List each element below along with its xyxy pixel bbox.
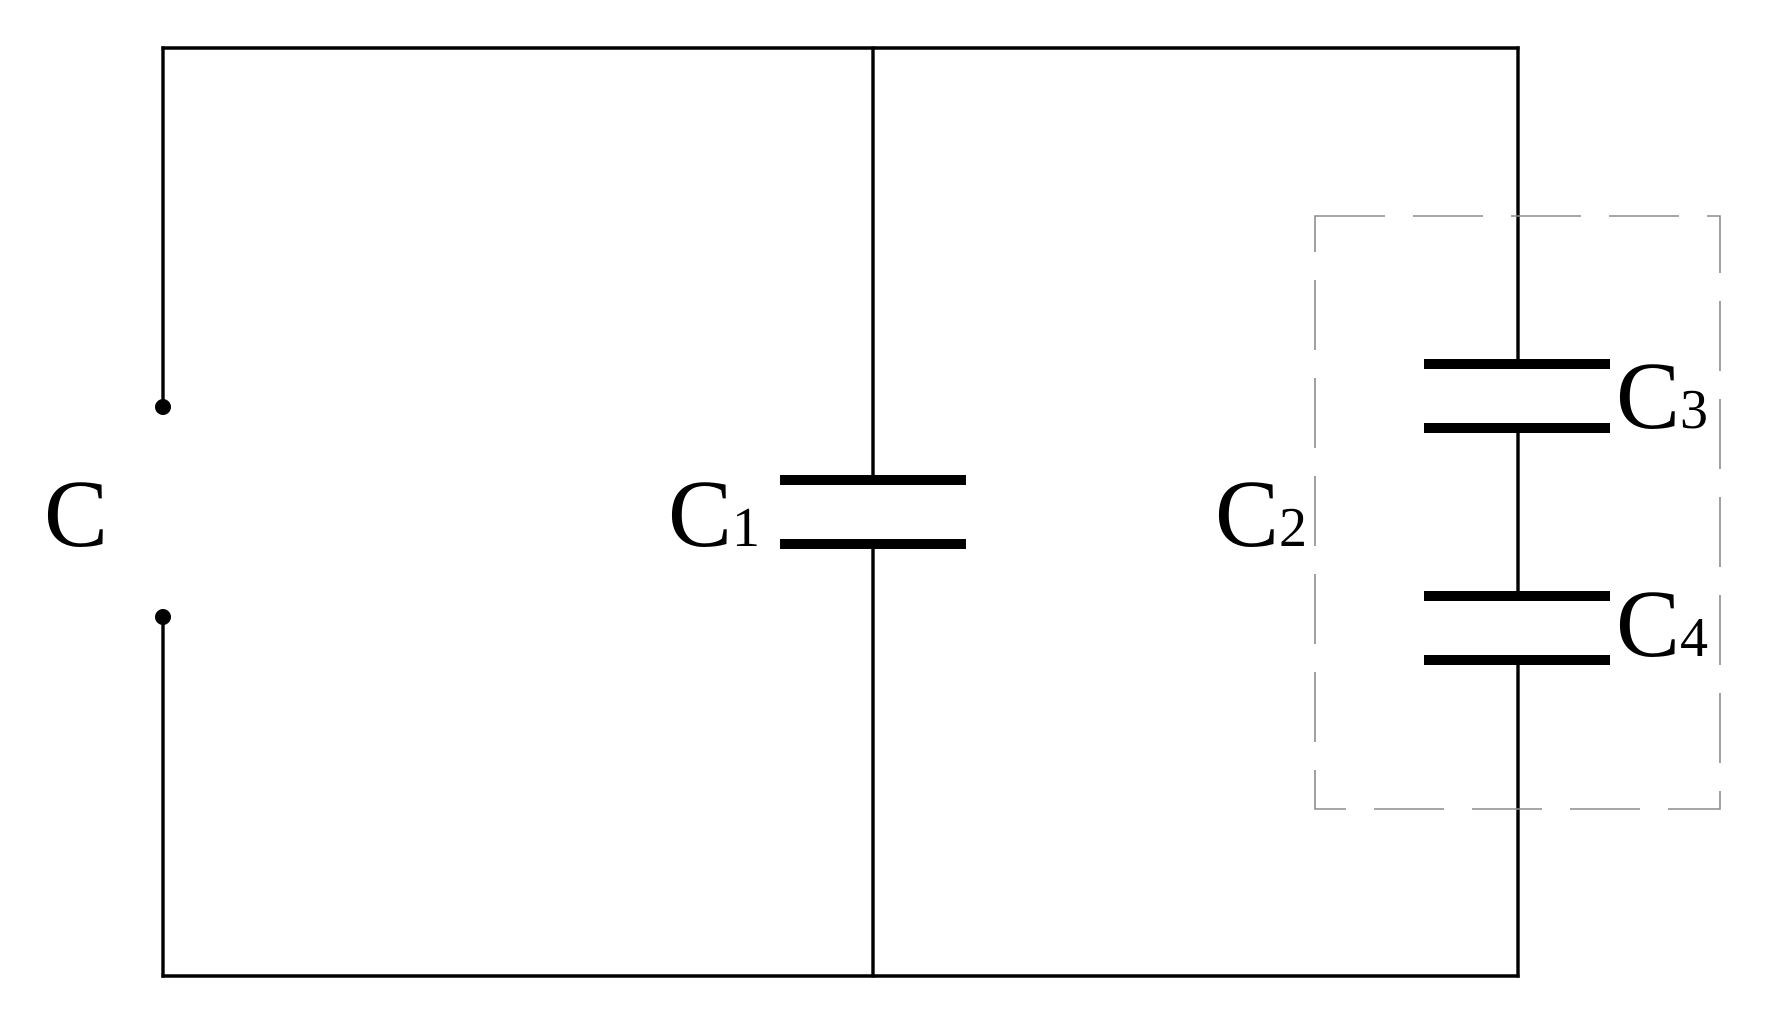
c3-label-main: C bbox=[1616, 342, 1680, 449]
c2-label: C2 bbox=[1215, 460, 1307, 567]
c2-label-subscript: 2 bbox=[1279, 497, 1307, 559]
terminal-label-main: C bbox=[44, 460, 108, 567]
lower-terminal-dot bbox=[155, 609, 171, 625]
c3-label-subscript: 3 bbox=[1680, 379, 1708, 441]
c3-label: C3 bbox=[1616, 342, 1708, 449]
c1-label-subscript: 1 bbox=[732, 497, 760, 559]
c4-label: C4 bbox=[1616, 570, 1708, 677]
c1-label: C1 bbox=[668, 460, 760, 567]
c2-group-box bbox=[1314, 215, 1721, 810]
c2-label-main: C bbox=[1215, 460, 1279, 567]
c4-label-main: C bbox=[1616, 570, 1680, 677]
upper-terminal-dot bbox=[155, 399, 171, 415]
c1-label-main: C bbox=[668, 460, 732, 567]
terminal-label: C bbox=[44, 460, 108, 567]
c4-label-subscript: 4 bbox=[1680, 607, 1708, 669]
